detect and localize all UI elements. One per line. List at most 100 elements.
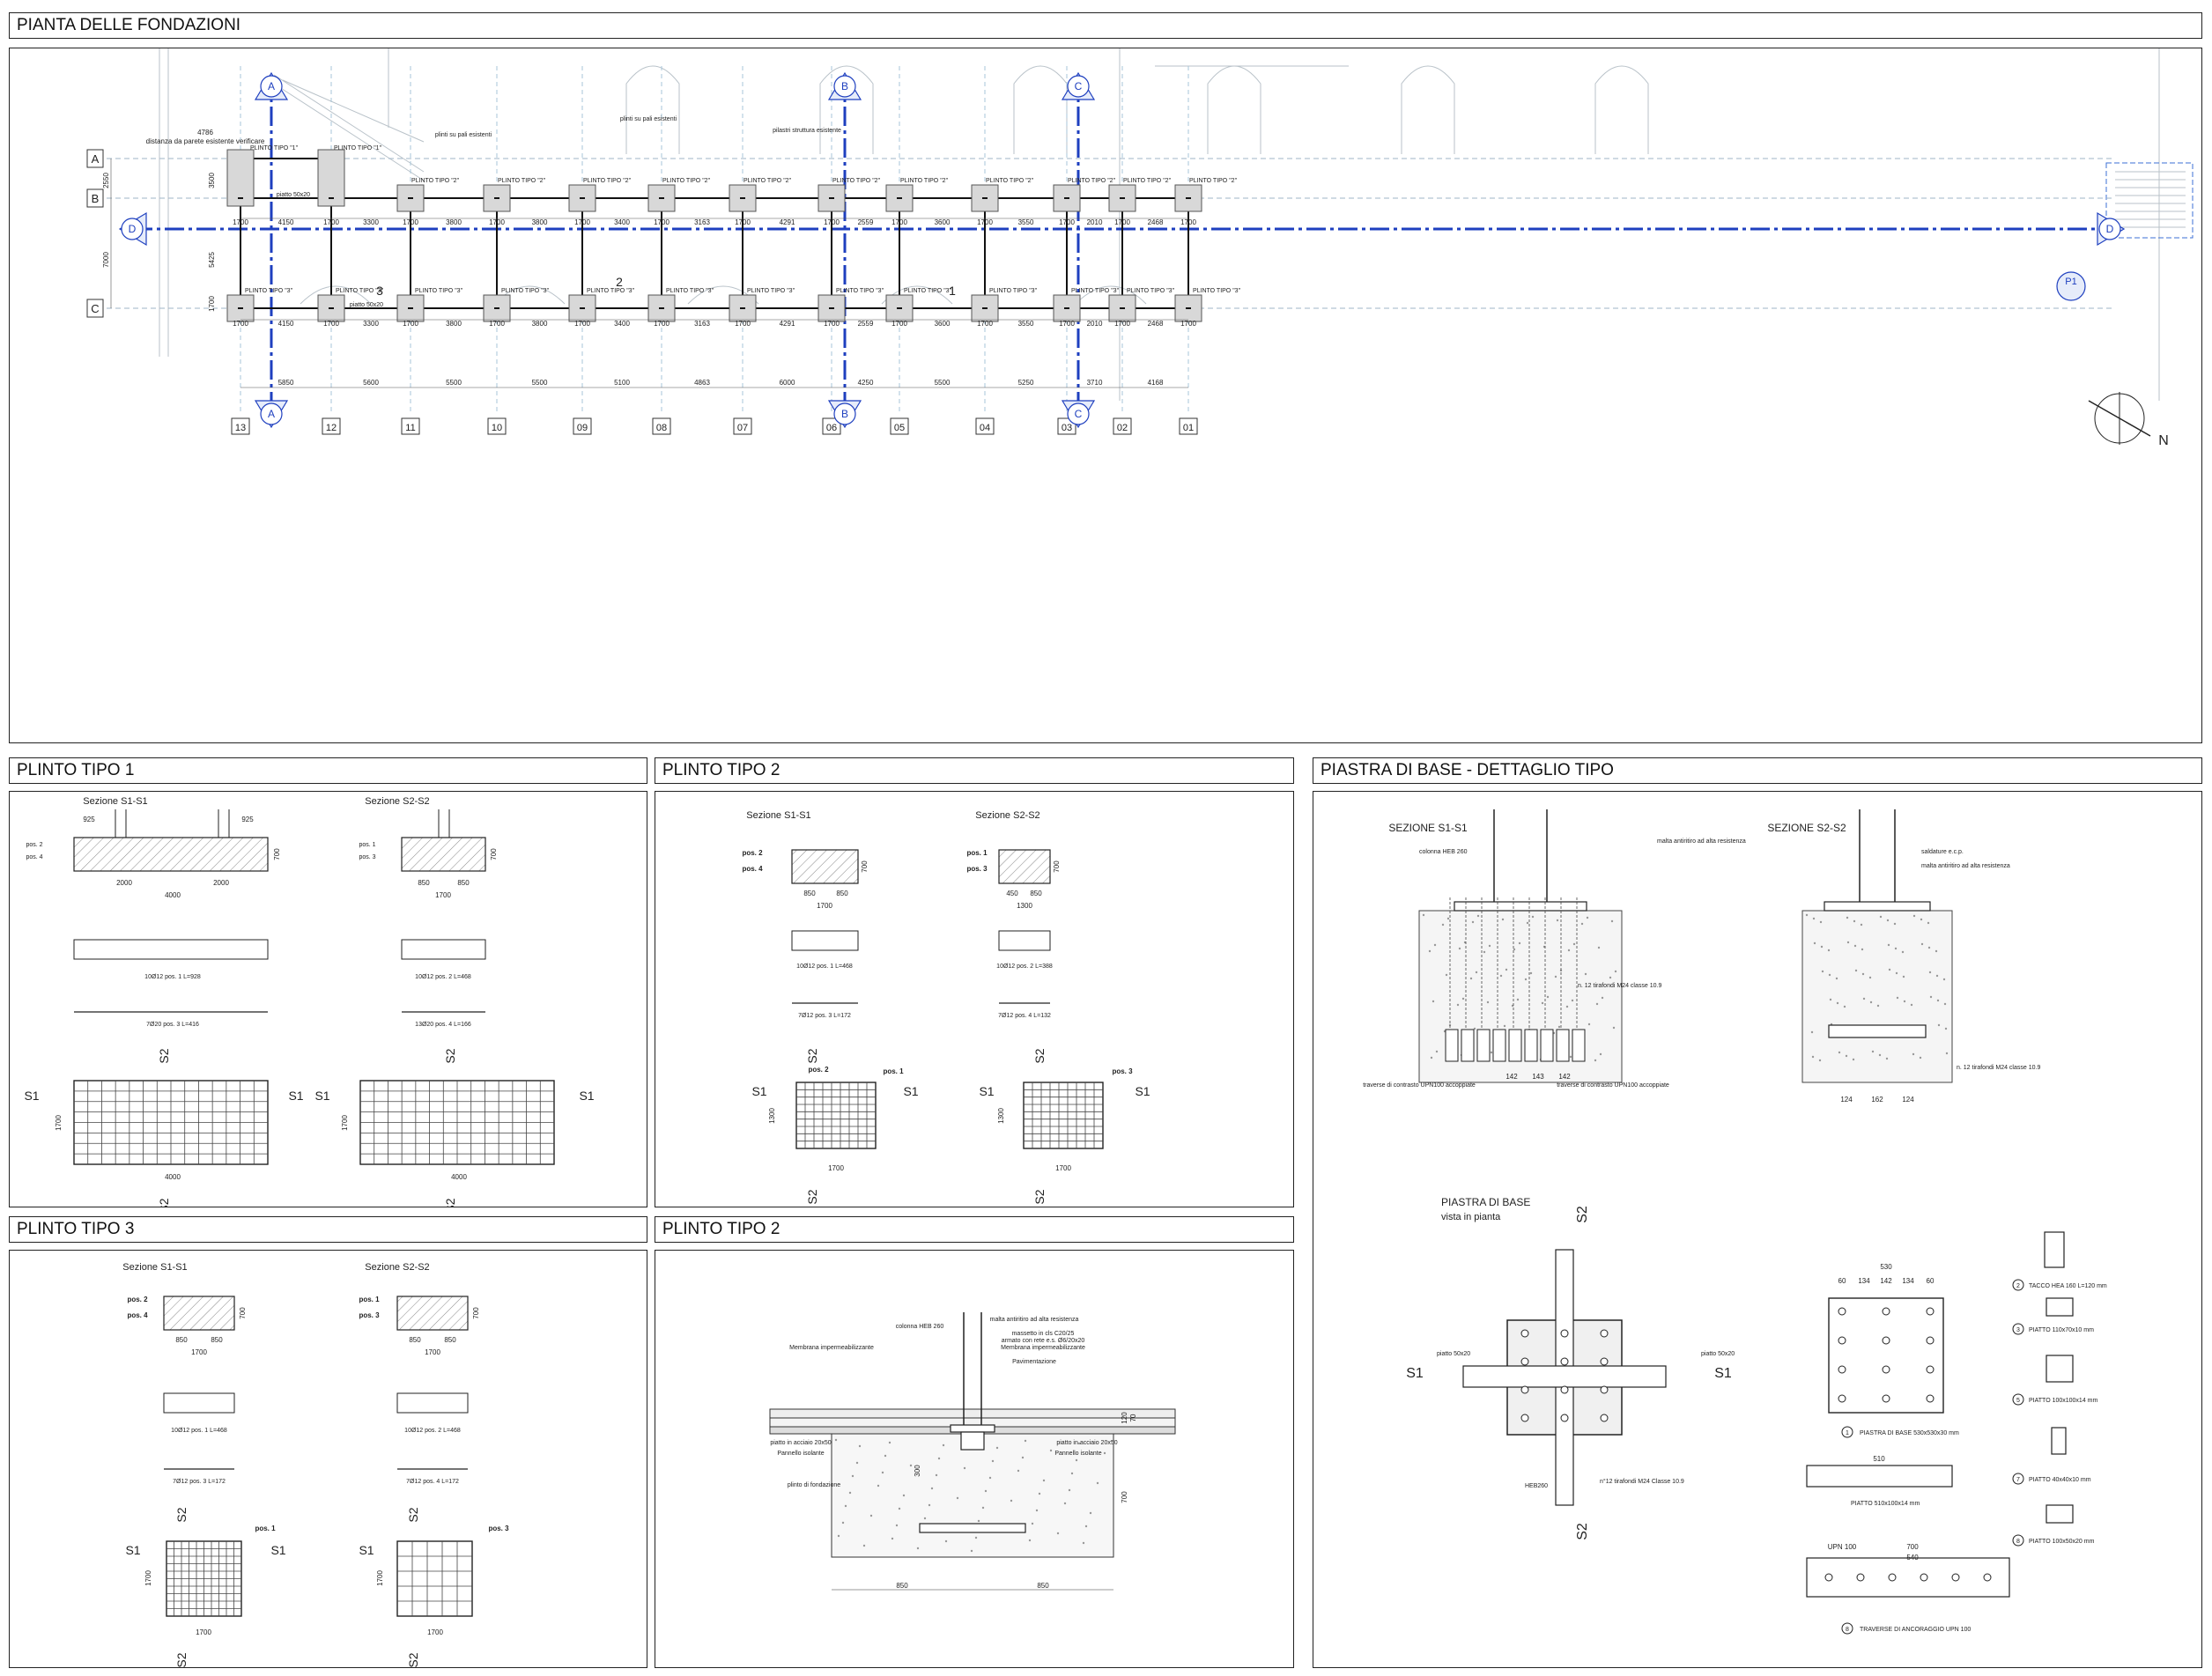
concrete-dot xyxy=(1531,915,1535,919)
bolt-hole xyxy=(1838,1307,1846,1316)
upn-profile xyxy=(1556,1029,1570,1062)
plinto-tipo2-label: PLINTO TIPO "2" xyxy=(498,178,546,184)
section-cut-label: S2 xyxy=(443,1198,457,1207)
concrete-dot xyxy=(1075,1458,1078,1462)
dimension: 70 xyxy=(1129,1414,1137,1421)
bolt-hole xyxy=(1882,1394,1890,1403)
rebar-shape xyxy=(396,1392,469,1414)
plinto-tipo2-label: PLINTO TIPO "2" xyxy=(583,178,632,184)
section-marker-A: A xyxy=(254,400,289,429)
axis-dimension: 5500 xyxy=(446,379,462,387)
bolt-hole xyxy=(1560,1385,1569,1394)
concrete-dot xyxy=(1422,913,1425,917)
axis-label-09: 09 xyxy=(577,423,588,433)
position-label: pos. 3 xyxy=(359,1311,380,1319)
rebar-label: 13Ø20 pos. 4 L=166 xyxy=(415,1022,471,1028)
bolt-hole xyxy=(1888,1573,1897,1582)
row-label-C: C xyxy=(91,302,99,315)
axis-label-06: 06 xyxy=(826,423,837,433)
zone-label-3: 3 xyxy=(376,284,383,298)
dimension: 143 xyxy=(1532,1073,1544,1081)
dimension-bottom: 3600 xyxy=(935,320,951,328)
section-cut-label: S1 xyxy=(314,1089,329,1103)
concrete-dot xyxy=(1475,971,1478,974)
dimension-bottom: 3550 xyxy=(1018,320,1034,328)
plinth-body xyxy=(831,1433,1114,1558)
concrete-dot xyxy=(1569,1055,1572,1059)
part-number-circle xyxy=(2012,1279,2024,1291)
section-cut-label: S1 xyxy=(359,1543,374,1557)
dimension-bottom: 1700 xyxy=(403,320,418,328)
bolt-hole xyxy=(1520,1414,1529,1422)
axis-label-07: 07 xyxy=(737,423,748,433)
position-label: pos. 4 xyxy=(742,865,763,873)
concrete-dot xyxy=(1827,949,1831,952)
concrete-dot xyxy=(1903,1000,1906,1003)
dimension-bottom: 1700 xyxy=(824,320,840,328)
plinto-tipo3-label: PLINTO TIPO "3" xyxy=(415,288,463,294)
section-cut-label: S1 xyxy=(125,1543,140,1557)
p1-marker xyxy=(2056,271,2086,301)
rebar-label: 10Ø12 pos. 1 L=468 xyxy=(171,1428,227,1434)
dimension: 700 xyxy=(1906,1543,1919,1551)
dimension: 4000 xyxy=(451,1173,467,1181)
dimension: 530 xyxy=(1880,1263,1892,1271)
concrete-dot xyxy=(1805,913,1809,917)
section-cut-label: S1 xyxy=(979,1084,994,1098)
concrete-dot xyxy=(1852,1058,1855,1061)
dimension: 134 xyxy=(1902,1277,1914,1285)
axis-label-01: 01 xyxy=(1183,423,1194,433)
concrete-dot xyxy=(1070,1472,1074,1475)
plate-shape xyxy=(2046,1504,2074,1524)
concrete-dot xyxy=(1886,919,1890,922)
section-marker-text: D xyxy=(2106,223,2114,235)
concrete-dot xyxy=(935,1473,938,1477)
section-title-s1: Sezione S1-S1 xyxy=(746,810,810,821)
concrete-dot xyxy=(1893,922,1897,926)
dimension-top: 1700 xyxy=(1180,218,1196,226)
dimension-top: 3600 xyxy=(935,218,951,226)
axis-dimension: 5850 xyxy=(278,379,294,387)
section-title-s2: Sezione S2-S2 xyxy=(365,796,429,807)
concrete-dot xyxy=(977,1519,980,1523)
position-label: pos. 4 xyxy=(127,1311,148,1319)
concrete-dot xyxy=(1556,919,1559,922)
concrete-dot xyxy=(1031,1522,1034,1525)
position-label: pos. 3 xyxy=(488,1525,509,1532)
concrete-dot xyxy=(1428,949,1432,953)
part-number: 2 xyxy=(2016,1283,2020,1289)
concrete-dot xyxy=(1860,923,1863,927)
dimension: 120 xyxy=(1121,1412,1128,1424)
concrete-dot xyxy=(1595,1002,1599,1006)
concrete-dot xyxy=(1461,997,1465,1000)
concrete-dot xyxy=(1580,922,1584,926)
part-number: 8 xyxy=(2016,1539,2020,1545)
plinth-plan xyxy=(1023,1082,1104,1149)
tipo1-title: PLINTO TIPO 1 xyxy=(9,757,647,784)
concrete-dot xyxy=(1838,1051,1841,1054)
dimension-top: 1700 xyxy=(977,218,993,226)
part-number-circle xyxy=(2012,1473,2024,1485)
axis-label-11: 11 xyxy=(405,423,415,433)
existing-arch xyxy=(1075,285,1147,305)
axis-marker xyxy=(1179,417,1198,435)
axis-label-08: 08 xyxy=(656,423,667,433)
axis-label-05: 05 xyxy=(894,423,905,433)
dimension-bottom: 1700 xyxy=(574,320,590,328)
dimension-bottom: 3300 xyxy=(363,320,379,328)
bolt-hole xyxy=(1926,1394,1935,1403)
section-marker-text: A xyxy=(268,80,275,92)
concrete-dot xyxy=(995,1446,999,1450)
dimension-top: 3300 xyxy=(363,218,379,226)
existing-arch xyxy=(1594,65,1649,154)
axis-dimension: 5500 xyxy=(532,379,548,387)
label-insulation: Pannello isolante xyxy=(1054,1451,1101,1457)
dimension-bottom: 1700 xyxy=(233,320,248,328)
position-label: pos. 2 xyxy=(808,1066,829,1074)
